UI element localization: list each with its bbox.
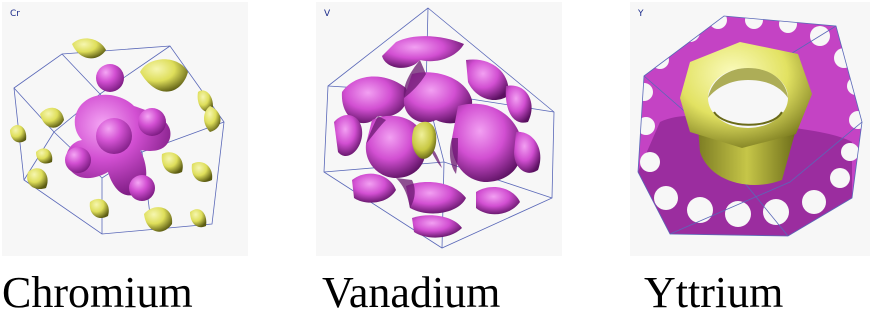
element-name-yttrium: Yttrium (644, 268, 784, 317)
fermi-surface-image-chromium: Cr (2, 2, 248, 256)
element-name-vanadium: Vanadium (322, 268, 501, 317)
fermi-surface-image-vanadium: V (316, 2, 562, 256)
yellow-hexagonal-tube (680, 42, 812, 185)
element-name-chromium: Chromium (2, 268, 193, 317)
chromium-fermi-surface-render (10, 38, 225, 235)
vanadium-fermi-surface-render (323, 7, 555, 249)
magenta-octahedron-surface (334, 36, 541, 238)
magenta-surface-shadows (366, 60, 458, 208)
panel-corner-label: V (324, 9, 331, 19)
panel-corner-label: Cr (10, 9, 20, 19)
magenta-electron-jack (65, 64, 171, 201)
shell-scallop-holes (635, 11, 867, 227)
yttrium-fermi-surface-render (635, 11, 867, 237)
fermi-surface-image-yttrium: Y (630, 2, 870, 256)
yellow-central-pocket (412, 121, 437, 159)
panel-corner-label: Y (638, 9, 644, 19)
